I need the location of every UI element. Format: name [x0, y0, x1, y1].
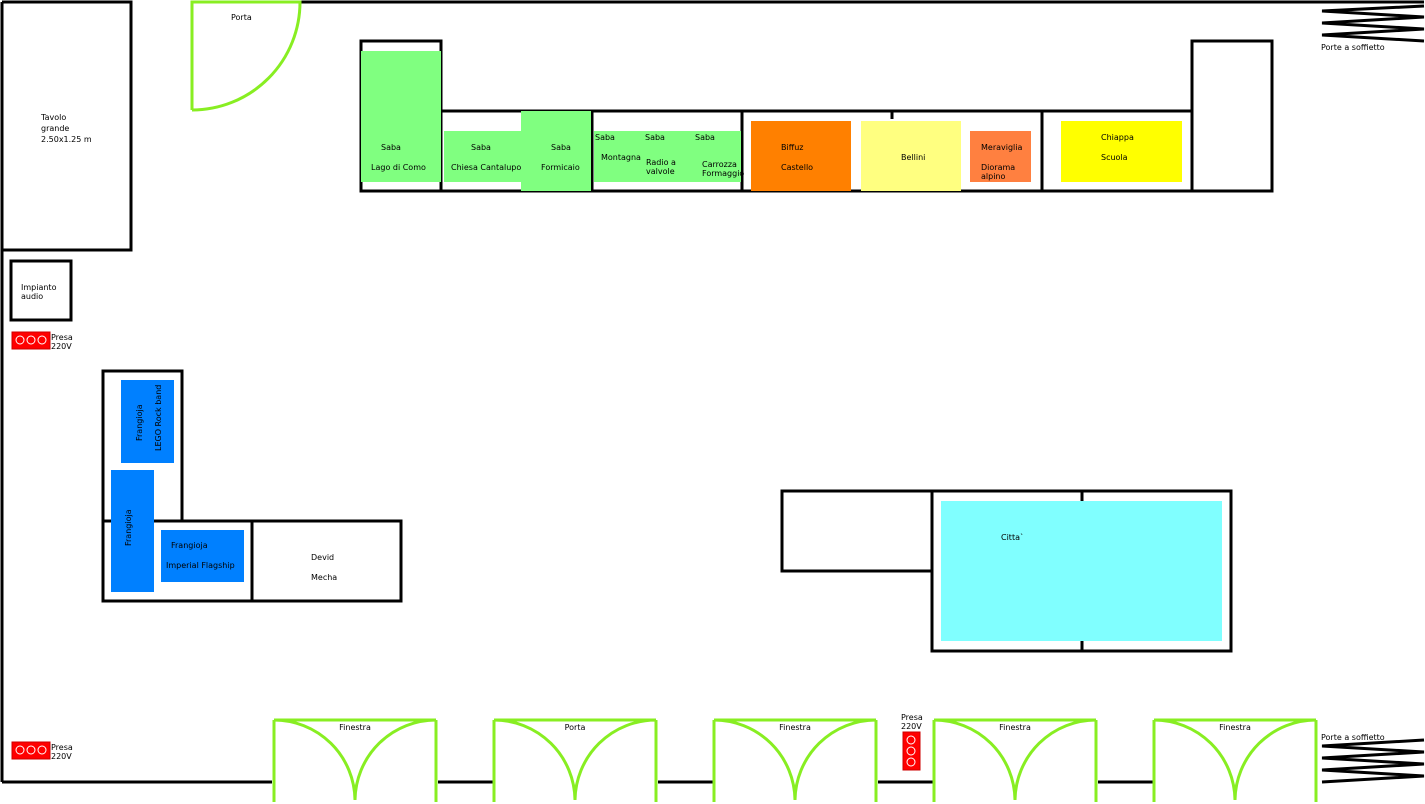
- opening-2-label: Porta: [565, 723, 586, 732]
- saba-carrozza-label-2: Carrozza: [702, 160, 737, 169]
- impianto-label-1: Impianto: [21, 283, 57, 292]
- folding-door-bottom-label: Porte a soffietto: [1321, 733, 1385, 742]
- opening-5: Finestra: [1152, 718, 1318, 802]
- saba-chiesa-cantalupo: Saba Chiesa Cantalupo: [444, 131, 521, 182]
- opening-1-label: Finestra: [339, 723, 371, 732]
- saba-lago-label-1: Saba: [381, 143, 401, 152]
- biffuz-castello: Biffuz Castello: [751, 121, 851, 191]
- bellini: Bellini: [861, 121, 961, 191]
- socket-2-label-1: Presa: [51, 743, 73, 752]
- impianto-label-2: audio: [21, 292, 43, 301]
- frangioja-imperial-label-1: Frangioja: [171, 541, 208, 550]
- socket-3-label-1: Presa: [901, 713, 923, 722]
- meraviglia-label-1: Meraviglia: [981, 143, 1022, 152]
- bottom-openings: Finestra Porta Finestra Finestra Finestra: [272, 718, 1318, 802]
- folding-door-bottom: Porte a soffietto: [1321, 733, 1425, 784]
- left-tables: [101, 369, 403, 603]
- saba-formicaio-label-1: Saba: [551, 143, 571, 152]
- citta-label: Citta`: [1001, 532, 1024, 542]
- room-walls: [0, 0, 1424, 784]
- opening-4: Finestra: [932, 718, 1098, 802]
- devid-label-2: Mecha: [311, 573, 337, 582]
- saba-montagna-label-1: Saba: [595, 133, 615, 142]
- opening-2: Porta: [492, 718, 658, 802]
- frangioja-imperial-flagship: Frangioja Imperial Flagship: [161, 530, 244, 582]
- frangioja-rock-label-2: LEGO Rock band: [154, 385, 163, 451]
- socket-3-label-2: 220V: [901, 722, 922, 731]
- tavolo-label-3: 2.50x1.25 m: [41, 135, 92, 144]
- socket-2-label-2: 220V: [51, 752, 72, 761]
- socket-2: Presa 220V: [11, 741, 73, 761]
- folding-door-top: Porte a soffietto: [1321, 4, 1425, 52]
- devid-mecha: Devid Mecha: [311, 553, 337, 582]
- socket-3: Presa 220V: [901, 713, 923, 771]
- saba-radio-label-3: valvole: [646, 167, 675, 176]
- meraviglia-label-2: Diorama: [981, 163, 1015, 172]
- opening-5-label: Finestra: [1219, 723, 1251, 732]
- opening-4-label: Finestra: [999, 723, 1031, 732]
- opening-3: Finestra: [712, 718, 878, 802]
- frangioja-vertical-label: Frangioja: [124, 509, 133, 546]
- saba-chiesa-label-1: Saba: [471, 143, 491, 152]
- saba-lago-label-2: Lago di Como: [371, 163, 426, 172]
- chiappa-scuola: Chiappa Scuola: [1061, 121, 1182, 182]
- folding-door-top-label: Porte a soffietto: [1321, 43, 1385, 52]
- frangioja-vertical: Frangioja: [111, 470, 154, 592]
- biffuz-label-1: Biffuz: [781, 143, 804, 152]
- tavolo-label-1: Tavolo: [40, 113, 66, 122]
- chiappa-label-1: Chiappa: [1101, 133, 1134, 142]
- opening-3-label: Finestra: [779, 723, 811, 732]
- door-top-label: Porta: [231, 13, 252, 22]
- meraviglia-label-3: alpino: [981, 172, 1005, 181]
- saba-montagna-radio-carrozza: Saba Montagna Saba Radio a valvole Saba …: [594, 131, 744, 182]
- meraviglia-diorama: Meraviglia Diorama alpino: [970, 131, 1031, 182]
- citta: Citta`: [941, 501, 1222, 641]
- frangioja-rock-label-1: Frangioja: [135, 404, 144, 441]
- impianto-audio: Impianto audio: [9, 259, 73, 322]
- saba-radio-label-1: Saba: [645, 133, 665, 142]
- frangioja-lego-rock-band: Frangioja LEGO Rock band: [121, 380, 174, 463]
- socket-1-label-2: 220V: [51, 342, 72, 351]
- saba-formicaio-label-2: Formicaio: [541, 163, 580, 172]
- saba-carrozza-label-1: Saba: [695, 133, 715, 142]
- bellini-label: Bellini: [901, 153, 925, 162]
- tavolo-label-2: grande: [41, 124, 69, 133]
- opening-1: Finestra: [272, 718, 438, 802]
- chiappa-label-2: Scuola: [1101, 153, 1128, 162]
- saba-radio-label-2: Radio a: [646, 158, 676, 167]
- saba-montagna-label-2: Montagna: [601, 153, 641, 162]
- saba-lago-di-como: Saba Lago di Como: [361, 51, 441, 182]
- devid-label-1: Devid: [311, 553, 334, 562]
- socket-1-label-1: Presa: [51, 333, 73, 342]
- saba-formicaio: Saba Formicaio: [521, 111, 591, 191]
- door-top: Porta: [190, 0, 302, 112]
- tavolo-grande: Tavolo grande 2.50x1.25 m: [2, 0, 133, 252]
- saba-carrozza-label-3: Formaggio: [702, 169, 744, 178]
- biffuz-label-2: Castello: [781, 163, 813, 172]
- socket-1: Presa 220V: [11, 331, 73, 351]
- frangioja-imperial-label-2: Imperial Flagship: [166, 561, 235, 570]
- saba-chiesa-label-2: Chiesa Cantalupo: [451, 163, 521, 172]
